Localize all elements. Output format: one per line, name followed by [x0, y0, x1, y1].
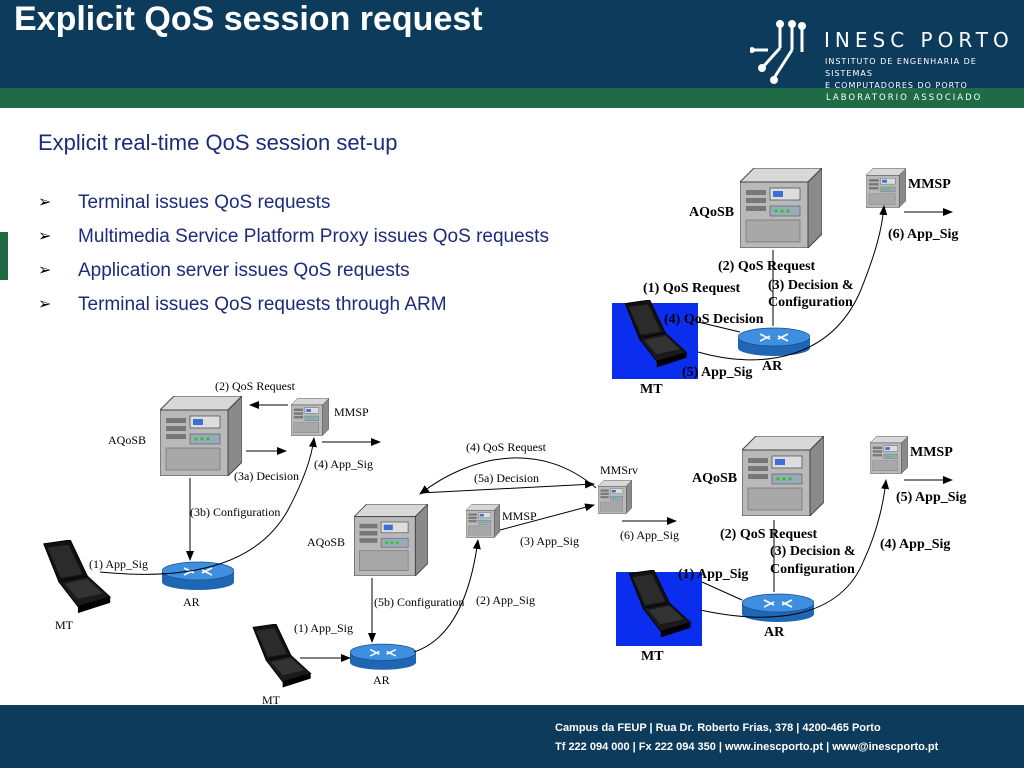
- label-6-app-sig: (6) App_Sig: [888, 227, 958, 242]
- header-stripe: [0, 88, 1024, 108]
- label-mmsp: MMSP: [908, 177, 951, 192]
- label-aqosb: AQoSB: [108, 433, 146, 447]
- diagram-bottom-center: (4) QoS Request MMSrv (5a) Decision MMSP…: [252, 440, 679, 707]
- arrow-bullet-icon: ➢: [38, 262, 52, 279]
- label-3b-configuration: (3b) Configuration: [190, 505, 280, 519]
- aqosb-server-icon: [740, 168, 822, 248]
- label-mt: MT: [641, 649, 664, 664]
- mmsp-server-icon: [866, 168, 906, 208]
- footer-address: Campus da FEUP | Rua Dr. Roberto Frias, …: [555, 722, 881, 734]
- label-aqosb: AQoSB: [307, 535, 345, 549]
- label-ar: AR: [373, 673, 390, 687]
- bullet-item: ➢ Terminal issues QoS requests: [38, 190, 558, 215]
- mt-laptop-icon: [43, 540, 111, 614]
- label-3-configuration: Configuration: [768, 295, 853, 310]
- label-3-configuration: Configuration: [770, 562, 855, 577]
- label-2-qos-request: (2) QoS Request: [720, 527, 818, 542]
- label-3-decision: (3) Decision &: [770, 544, 856, 559]
- label-mt: MT: [262, 693, 281, 707]
- label-ar: AR: [764, 625, 785, 640]
- arrow-app-sig-3: [499, 503, 595, 531]
- label-5-app-sig: (5) App_Sig: [682, 365, 752, 380]
- label-6-app-sig: (6) App_Sig: [620, 528, 679, 542]
- logo-name: INESC PORTO: [824, 28, 1014, 52]
- logo-subtitle-line-1: INSTITUTO DE ENGENHARIA DE SISTEMAS: [825, 57, 977, 78]
- ar-router-icon: [742, 593, 814, 622]
- bullet-text: Multimedia Service Platform Proxy issues…: [78, 226, 549, 247]
- arrow-mt-ar: [697, 321, 741, 333]
- bullet-text: Terminal issues QoS requests: [78, 192, 331, 213]
- arrow-qos-request: [419, 457, 597, 495]
- label-2-app-sig: (2) App_Sig: [476, 593, 535, 607]
- arrow-bullet-icon: ➢: [38, 194, 52, 211]
- header-bar: [0, 0, 1024, 88]
- arrow-bullet-icon: ➢: [38, 296, 52, 313]
- bullet-list: ➢ Terminal issues QoS requests ➢ Multimedi…: [38, 190, 558, 326]
- label-5a-decision: (5a) Decision: [474, 471, 539, 485]
- label-3-app-sig: (3) App_Sig: [520, 534, 579, 548]
- mmsp-server-icon: [870, 436, 908, 474]
- label-mmsp: MMSP: [910, 445, 953, 460]
- mmsp-server-icon: [291, 398, 329, 436]
- arrow-mt-ar: [701, 581, 743, 601]
- label-aqosb: AQoSB: [689, 205, 734, 220]
- diagram-bottom-left: (2) QoS Request MMSP AQoSB (4) App_Sig (…: [43, 379, 381, 632]
- arrow-app-sig-5: [697, 205, 888, 361]
- bullet-item: ➢ Multimedia Service Platform Proxy issue…: [38, 224, 558, 249]
- bullet-text: Application server issues QoS requests: [78, 260, 410, 281]
- aqosb-server-icon: [160, 396, 242, 476]
- label-mt: MT: [640, 382, 663, 397]
- aqosb-server-icon: [354, 504, 428, 576]
- footer-contact: Tf 222 094 000 | Fx 222 094 350 | www.in…: [555, 741, 939, 753]
- bullet-text: Terminal issues QoS requests through ARM: [78, 294, 447, 315]
- label-2-qos-request: (2) QoS Request: [215, 379, 296, 393]
- label-5b-configuration: (5b) Configuration: [374, 595, 464, 609]
- label-4-app-sig: (4) App_Sig: [880, 537, 950, 552]
- arrow-app-sig-1: [99, 437, 317, 575]
- label-4-app-sig: (4) App_Sig: [314, 457, 373, 471]
- diagram-top-right: AQoSB MMSP (6) App_Sig (2) QoS Request (…: [612, 168, 958, 397]
- logo-lab: LABORATORIO ASSOCIADO: [826, 93, 983, 103]
- label-5-app-sig: (5) App_Sig: [896, 490, 966, 505]
- aqosb-server-icon: [742, 436, 824, 516]
- label-1-qos-request: (1) QoS Request: [643, 281, 741, 296]
- ar-router-icon: [162, 561, 234, 590]
- arrow-bullet-icon: ➢: [38, 228, 52, 245]
- left-accent: [0, 232, 8, 280]
- ar-router-icon: [350, 643, 416, 670]
- bullet-item: ➢ Application server issues QoS requests: [38, 258, 558, 283]
- label-mt: MT: [55, 618, 74, 632]
- diagram-bottom-right: MMSP AQoSB (5) App_Sig (2) QoS Request (…: [616, 436, 966, 664]
- label-mmsp: MMSP: [334, 405, 369, 419]
- arrow-app-sig-2: [413, 539, 481, 653]
- label-1-app-sig: (1) App_Sig: [294, 621, 353, 635]
- label-3-decision: (3) Decision &: [768, 278, 854, 293]
- label-2-qos-request: (2) QoS Request: [718, 259, 816, 274]
- inesc-logo-icon: [750, 20, 806, 84]
- label-ar: AR: [762, 359, 783, 374]
- label-4-qos-decision: (4) QoS Decision: [664, 312, 764, 327]
- mmsp-server-icon: [466, 504, 500, 538]
- label-aqosb: AQoSB: [692, 471, 737, 486]
- logo-subtitle-line-2: E COMPUTADORES DO PORTO: [825, 81, 968, 90]
- arrow-app-sig-4: [699, 479, 890, 618]
- arrow-decision: [419, 480, 595, 494]
- section-subtitle: Explicit real-time QoS session set-up: [38, 130, 398, 155]
- label-1-app-sig: (1) App_Sig: [89, 557, 148, 571]
- footer-bar: [0, 705, 1024, 768]
- label-3a-decision: (3a) Decision: [234, 469, 299, 483]
- label-4-qos-request: (4) QoS Request: [466, 440, 547, 454]
- label-1-app-sig: (1) App_Sig: [678, 567, 748, 582]
- mmsrv-server-icon: [598, 480, 632, 514]
- logo-subtitle: INSTITUTO DE ENGENHARIA DE SISTEMAS E CO…: [825, 56, 1024, 92]
- bullet-item: ➢ Terminal issues QoS requests through AR…: [38, 292, 558, 317]
- label-ar: AR: [183, 595, 200, 609]
- label-mmsp: MMSP: [502, 509, 537, 523]
- slide-title: Explicit QoS session request: [14, 0, 483, 38]
- label-mmsrv: MMSrv: [600, 463, 638, 477]
